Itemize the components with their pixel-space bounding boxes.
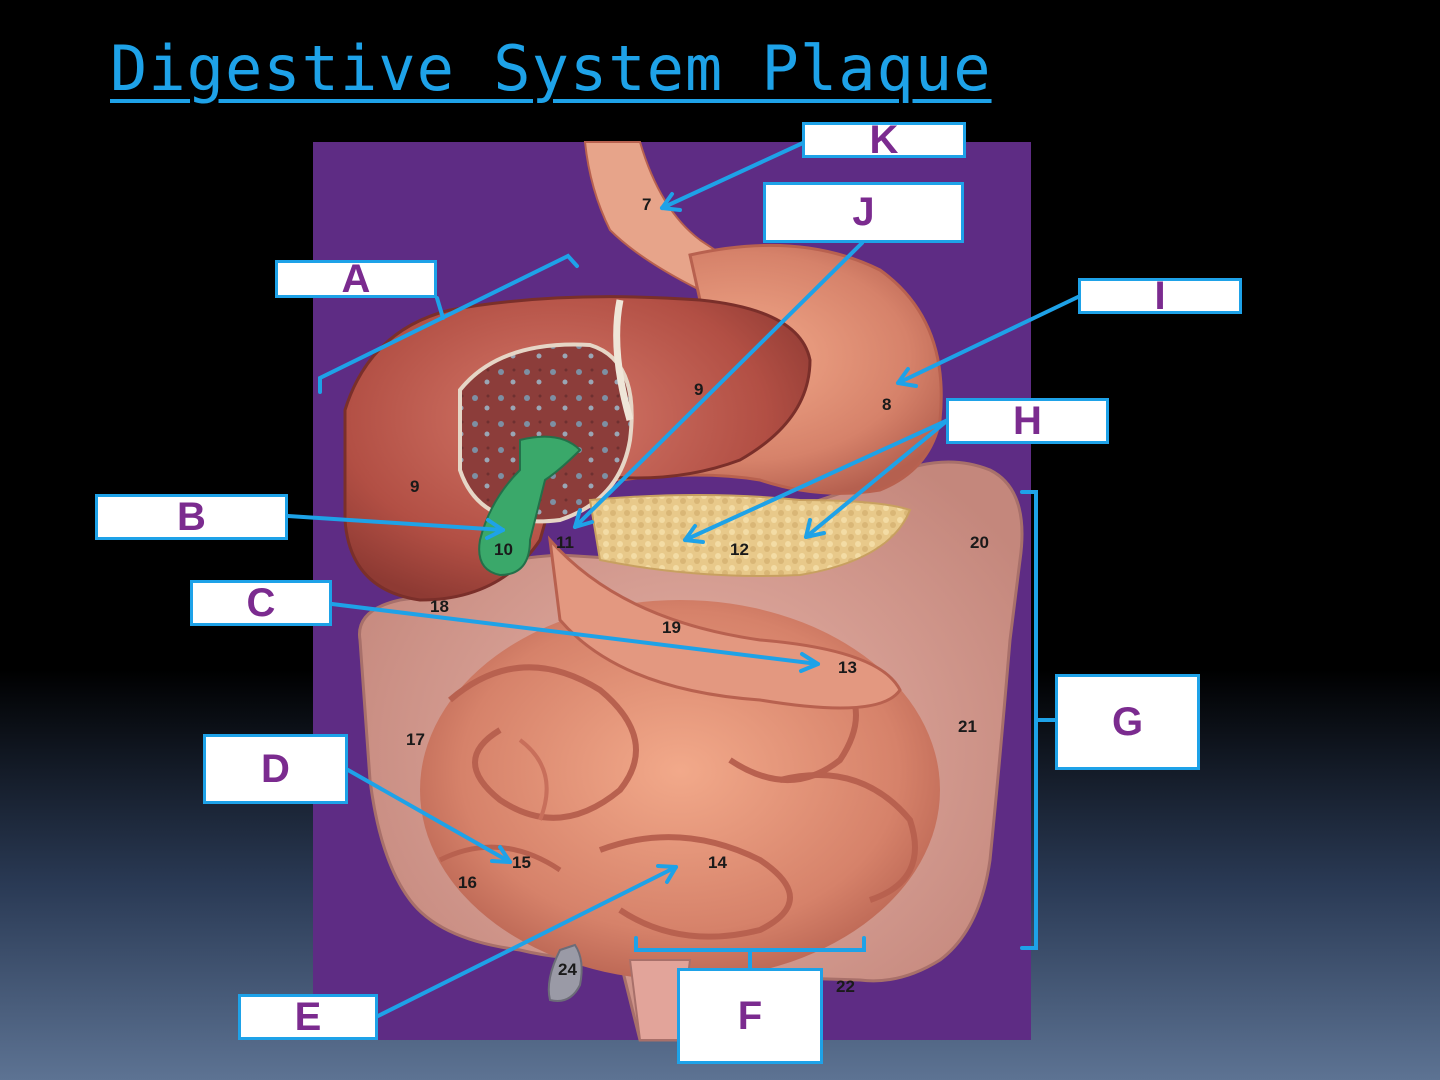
slide-title: Digestive System Plaque [110,32,992,105]
arrowhead-k [660,192,682,212]
label-letter-c: C [246,580,276,625]
model-number-16: 16 [458,873,477,892]
model-number-7: 7 [642,195,651,214]
model-number-9-stomach: 9 [694,380,703,399]
arrowhead-h-1 [683,524,705,544]
leader-line-h-1 [683,418,950,542]
bracket-a-stem [435,296,445,320]
label-box-j[interactable]: J [763,182,964,243]
model-number-8: 8 [882,395,891,414]
model-number-11: 11 [556,533,574,552]
label-box-e[interactable]: E [238,994,378,1040]
label-box-h[interactable]: H [946,398,1109,444]
model-number-15: 15 [512,853,531,872]
model-number-12: 12 [730,540,749,559]
label-letter-i: I [1154,273,1166,318]
appendix [547,943,583,1002]
label-box-a[interactable]: A [275,257,437,301]
model-number-20: 20 [970,533,989,552]
label-letter-a: A [341,256,371,301]
leader-line-c [330,602,820,666]
arrowhead-j [573,508,594,529]
model-number-21: 21 [958,717,977,736]
model-number-9-liver: 9 [410,477,419,496]
label-letter-d: D [261,746,290,791]
arrowhead-e [656,864,678,884]
arrowhead-b [485,518,505,540]
leader-line-k [660,140,807,210]
label-letter-k: K [869,117,899,162]
label-letter-j: J [852,190,875,234]
model-number-18: 18 [430,597,449,616]
model-number-10: 10 [494,540,513,559]
model-number-17: 17 [406,730,425,749]
label-letter-e: E [294,994,322,1039]
label-box-k[interactable]: K [802,118,966,162]
model-number-24: 24 [558,960,577,979]
label-letter-g: G [1111,699,1144,744]
falciform-ligament [613,299,634,421]
leader-line-b [286,514,505,532]
label-box-c[interactable]: C [190,580,332,626]
model-number-19: 19 [662,618,681,637]
leader-line-h-2 [804,418,950,539]
label-letter-f: F [737,993,763,1038]
leader-line-j [573,241,864,529]
label-letter-h: H [1013,398,1042,443]
model-number-14: 14 [708,853,727,872]
arrowhead-d [490,845,512,864]
model-number-13: 13 [838,658,857,677]
arrowhead-c [799,652,820,673]
leader-line-i [896,294,1082,385]
model-number-22: 22 [836,977,855,996]
label-box-d[interactable]: D [203,734,348,804]
arrowhead-h-2 [804,518,826,539]
label-box-b[interactable]: B [95,494,288,540]
arrowhead-i [896,367,918,388]
leader-line-d [346,768,512,864]
leader-line-e [376,865,678,1018]
label-letter-b: B [177,494,206,539]
label-box-i[interactable]: I [1078,274,1242,318]
label-box-g[interactable]: G [1055,674,1200,770]
label-box-f[interactable]: F [677,968,823,1064]
